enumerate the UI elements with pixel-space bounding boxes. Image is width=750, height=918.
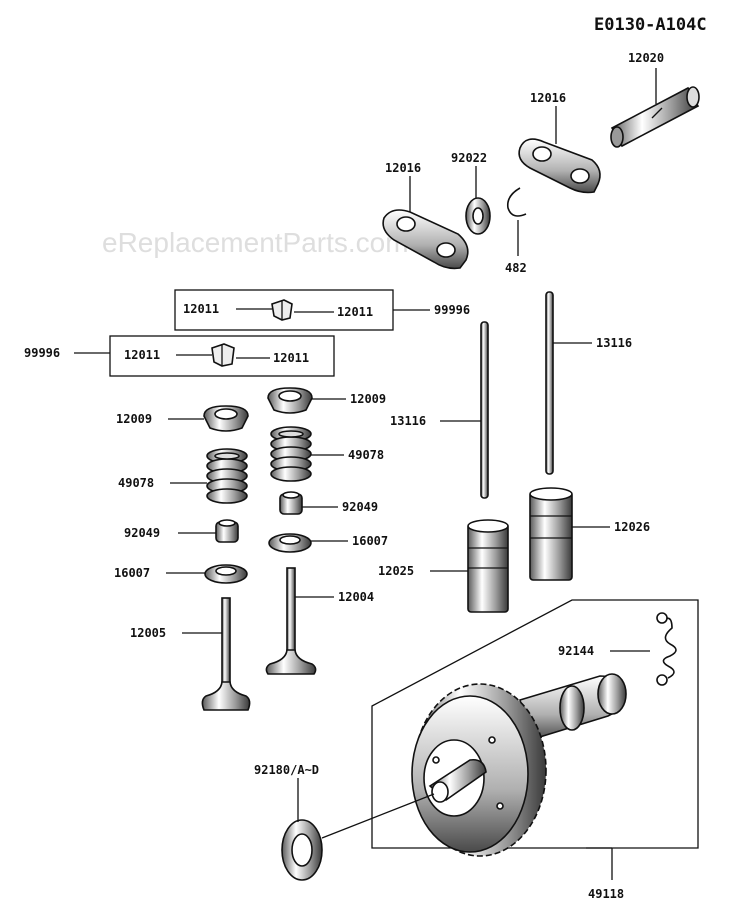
label-12009-left: 12009	[116, 412, 152, 426]
washer-92022	[465, 197, 491, 235]
shim-92180	[281, 819, 323, 881]
label-92180: 92180/A~D	[254, 763, 319, 777]
retainer-right	[267, 387, 313, 414]
clip-482	[506, 187, 527, 217]
rocker-shaft	[610, 86, 700, 148]
label-12016-left: 12016	[385, 161, 421, 175]
stem-seal-left	[215, 519, 239, 543]
tappet-right	[529, 487, 573, 581]
label-16007-left: 16007	[114, 566, 150, 580]
label-99996-lower: 99996	[24, 346, 60, 360]
label-12011-b: 12011	[337, 305, 373, 319]
label-12009-right: 12009	[350, 392, 386, 406]
diagram-code: E0130-A104C	[594, 15, 707, 35]
spring-right	[270, 426, 312, 482]
push-rod-left	[480, 321, 489, 499]
camshaft-box	[371, 599, 699, 849]
watermark: eReplacementParts.com	[102, 227, 409, 258]
label-99996-upper: 99996	[434, 303, 470, 317]
label-12004: 12004	[338, 590, 374, 604]
spring-left	[206, 448, 248, 504]
label-12011-d: 12011	[273, 351, 309, 365]
label-13116-left: 13116	[390, 414, 426, 428]
label-12020: 12020	[628, 51, 664, 65]
label-482: 482	[505, 261, 527, 275]
label-49118: 49118	[588, 887, 624, 901]
label-12016-upper: 12016	[530, 91, 566, 105]
retainer-left	[203, 405, 249, 432]
group-box-lower	[109, 335, 335, 377]
cotter-upper	[271, 299, 293, 321]
label-92144: 92144	[558, 644, 594, 658]
stem-seal-right	[279, 491, 303, 515]
rocker-arm-upper	[518, 138, 601, 194]
cotter-lower	[211, 343, 235, 367]
rocker-arm-left	[382, 209, 469, 270]
label-92049-right: 92049	[342, 500, 378, 514]
camshaft	[411, 673, 627, 857]
push-rod-right	[545, 291, 554, 475]
label-12025: 12025	[378, 564, 414, 578]
label-16007-right: 16007	[352, 534, 388, 548]
lower-retainer-right	[268, 533, 312, 553]
label-49078-left: 49078	[118, 476, 154, 490]
label-49078-right: 49078	[348, 448, 384, 462]
label-12011-a: 12011	[183, 302, 219, 316]
spring-92144	[656, 612, 677, 686]
label-92049-left: 92049	[124, 526, 160, 540]
label-12011-c: 12011	[124, 348, 160, 362]
label-13116-right: 13116	[596, 336, 632, 350]
tappet-left	[467, 519, 509, 613]
label-92022: 92022	[451, 151, 487, 165]
label-12005: 12005	[130, 626, 166, 640]
exhaust-valve	[201, 597, 251, 711]
intake-valve	[265, 567, 317, 675]
lower-retainer-left	[204, 564, 248, 584]
label-12026: 12026	[614, 520, 650, 534]
